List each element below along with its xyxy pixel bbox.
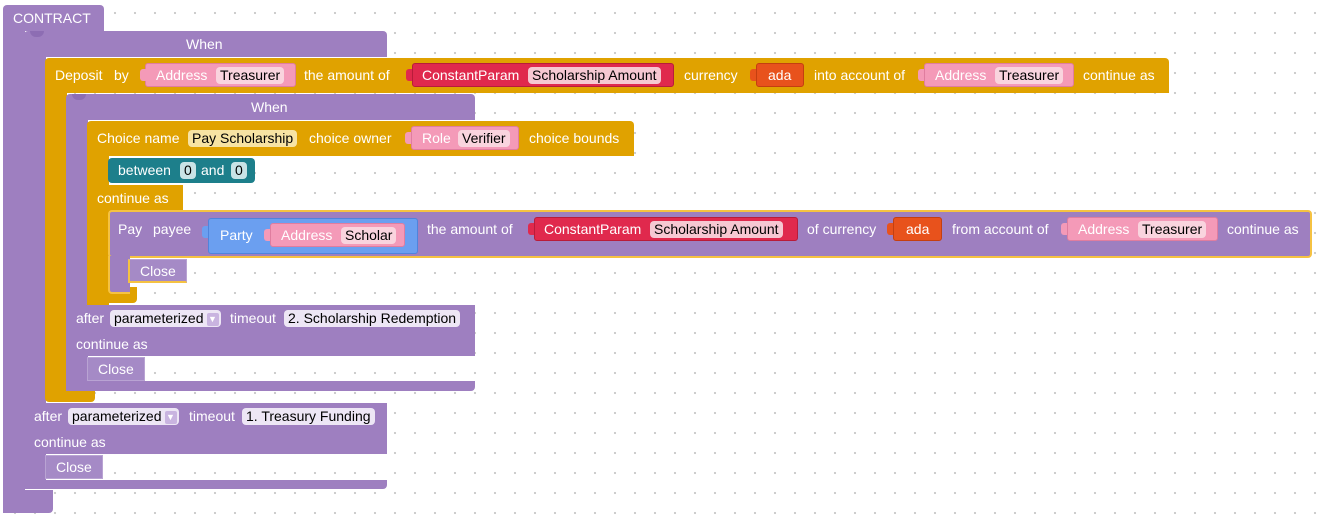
outer-when-spine	[24, 56, 46, 489]
deposit-amount-field[interactable]: Scholarship Amount	[528, 67, 661, 84]
choice-name-field[interactable]: Pay Scholarship	[188, 130, 298, 147]
deposit-amount-type: ConstantParam	[422, 67, 520, 83]
outer-when-notch	[30, 31, 44, 37]
inner-when-title: When	[251, 99, 288, 115]
contract-block[interactable]	[3, 5, 104, 31]
pay-currency-label: of currency	[807, 221, 877, 237]
bounds-high-field[interactable]: 0	[231, 162, 247, 179]
choice-block[interactable]	[87, 121, 634, 156]
pay-currency-value: ada	[906, 221, 930, 237]
pay-payee-label: payee	[153, 221, 192, 237]
deposit-footer	[45, 390, 95, 402]
inner-timeout-mode-select[interactable]: parameterized▼	[110, 310, 221, 327]
outer-timeout-mode-select[interactable]: parameterized▼	[68, 408, 179, 425]
deposit-spine	[45, 92, 67, 395]
outer-timeout-continue-label: continue as	[34, 434, 106, 450]
pay-spine	[108, 256, 130, 294]
pay-payee-field[interactable]: Scholar	[341, 227, 397, 244]
pay-amount-field[interactable]: Scholarship Amount	[650, 221, 783, 238]
pay-amount-label: the amount of	[427, 221, 513, 237]
deposit-by-label: by	[114, 67, 129, 83]
deposit-label: Deposit	[55, 67, 103, 83]
inner-timeout-value-field[interactable]: 2. Scholarship Redemption	[284, 310, 461, 327]
choice-continue-row	[87, 185, 183, 211]
deposit-party-type: Address	[156, 67, 208, 83]
pay-payee-type: Address	[281, 227, 333, 243]
puzzle-connector-icon	[202, 226, 208, 238]
choice-continue-label: continue as	[97, 190, 169, 206]
outer-when-title: When	[186, 36, 223, 52]
deposit-amount-label: the amount of	[304, 67, 390, 83]
pay-continue-label: continue as	[1227, 221, 1299, 237]
inner-when-block[interactable]	[66, 94, 475, 120]
pay-label: Pay	[118, 221, 143, 237]
bounds-and-label: and	[201, 162, 225, 178]
deposit-continue-label: continue as	[1083, 67, 1155, 83]
inner-timeout-label: timeout	[230, 310, 276, 326]
deposit-account-type: Address	[935, 67, 987, 83]
outer-timeout-value-field[interactable]: 1. Treasury Funding	[242, 408, 375, 425]
choice-owner-field[interactable]: Verifier	[458, 130, 510, 147]
deposit-currency-label: currency	[684, 67, 738, 83]
deposit-party-field[interactable]: Treasurer	[216, 67, 285, 84]
outer-after-label: after	[34, 408, 63, 424]
puzzle-connector-icon	[887, 223, 893, 235]
dropdown-arrow-icon[interactable]: ▼	[164, 411, 177, 424]
inner-when-footer	[66, 381, 475, 391]
outer-timeout-label: timeout	[189, 408, 235, 424]
inner-after-label: after	[76, 310, 105, 326]
contract-label: CONTRACT	[13, 10, 91, 26]
choice-owner-type: Role	[422, 130, 451, 146]
choice-owner-label: choice owner	[309, 130, 392, 146]
bounds-low-field[interactable]: 0	[180, 162, 196, 179]
choice-name-label: Choice name	[97, 130, 180, 146]
puzzle-connector-icon	[528, 223, 534, 235]
pay-amount-type: ConstantParam	[544, 221, 642, 237]
puzzle-connector-icon	[1061, 223, 1067, 235]
puzzle-connector-icon	[264, 229, 270, 241]
contract-spine	[3, 30, 25, 513]
contract-footer	[3, 490, 53, 513]
puzzle-connector-icon	[405, 132, 411, 144]
outer-timeout-mode-value: parameterized	[72, 408, 162, 424]
puzzle-connector-icon	[140, 69, 146, 81]
puzzle-connector-icon	[750, 69, 756, 81]
puzzle-connector-icon	[918, 69, 924, 81]
bounds-between-label: between	[118, 162, 171, 178]
outer-when-footer	[24, 480, 387, 489]
pay-from-label: from account of	[952, 221, 1049, 237]
pay-party-label: Party	[220, 227, 253, 243]
outer-when-block[interactable]	[24, 31, 387, 57]
deposit-into-label: into account of	[814, 67, 906, 83]
dropdown-arrow-icon[interactable]: ▼	[206, 313, 219, 326]
choice-spine	[87, 155, 109, 305]
inner-timeout-mode-value: parameterized	[114, 310, 204, 326]
deposit-account-field[interactable]: Treasurer	[995, 67, 1064, 84]
inner-when-notch	[72, 94, 86, 100]
pay-close-button[interactable]: Close	[128, 259, 187, 283]
deposit-currency-token[interactable]	[756, 63, 804, 87]
puzzle-connector-icon	[406, 69, 412, 81]
pay-currency-token[interactable]	[893, 217, 942, 241]
inner-timeout-close-button[interactable]: Close	[87, 357, 145, 381]
choice-bounds-label: choice bounds	[529, 130, 620, 146]
deposit-currency-value: ada	[768, 67, 792, 83]
inner-timeout-continue-label: continue as	[76, 336, 148, 352]
pay-from-type: Address	[1078, 221, 1130, 237]
outer-timeout-close-button[interactable]: Close	[45, 455, 103, 479]
pay-from-field[interactable]: Treasurer	[1138, 221, 1207, 238]
